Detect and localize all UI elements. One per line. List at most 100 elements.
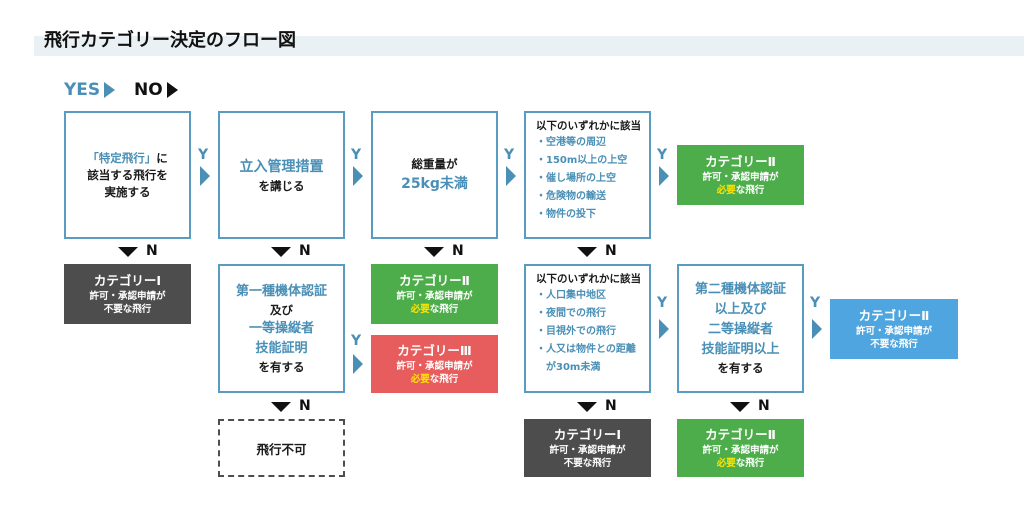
- yes-arrow-icon: [506, 166, 516, 186]
- question-type2-certification: 第二種機体認証 以上及び 二等操縦者 技能証明以上 を有する: [677, 264, 804, 393]
- yes-arrow-icon: [353, 166, 363, 186]
- q7-line3: 二等操縦者: [707, 322, 773, 337]
- no-arrow-icon: [424, 247, 444, 257]
- list-item: ・人又は物件との距離: [536, 344, 636, 355]
- list-item: ・物件の投下: [536, 209, 596, 220]
- question-list-cat2-conditions: 以下のいずれかに該当 ・空港等の周辺 ・150m以上の上空 ・催し場所の上空 ・…: [524, 111, 651, 239]
- q7-line1: 第二種機体認証: [694, 282, 786, 297]
- list-item: ・150m以上の上空: [536, 155, 628, 166]
- q1-line2: 該当する飛行を: [87, 167, 168, 182]
- result-line1: 許可・承認申請が: [702, 172, 779, 183]
- yes-arrow-icon: [353, 354, 363, 374]
- result-line1: 許可・承認申請が: [702, 445, 779, 456]
- yes-label-3: Y: [504, 147, 515, 163]
- list-item: ・目視外での飛行: [536, 326, 616, 337]
- q5-line4: 技能証明: [255, 340, 308, 356]
- result-category: カテゴリーⅡ: [705, 154, 776, 169]
- result-category: カテゴリーⅡ: [858, 308, 930, 323]
- result-highlight: 必要: [410, 304, 430, 315]
- q2-line1: 立入管理措置: [239, 158, 324, 175]
- result-line2-rest: な飛行: [735, 185, 765, 196]
- q5-line1: 第一種機体認証: [235, 283, 327, 299]
- yes-arrow-icon: [659, 166, 669, 186]
- yes-arrow-icon: [200, 166, 210, 186]
- result-line2: 不要な飛行: [870, 339, 918, 350]
- result-line2-rest: な飛行: [429, 374, 459, 385]
- q6-header: 以下のいずれかに該当: [536, 273, 641, 285]
- list-item: ・危険物の輸送: [536, 191, 606, 202]
- result-line1: 許可・承認申請が: [855, 326, 932, 337]
- result-category-2-not-required: カテゴリーⅡ 許可・承認申請が 不要な飛行: [830, 299, 958, 359]
- result-category-2-n7: カテゴリーⅡ 許可・承認申請が 必要な飛行: [677, 419, 804, 477]
- no-arrow-icon: [730, 402, 750, 412]
- no-arrow-icon: [577, 247, 597, 257]
- no-arrow-icon: [577, 402, 597, 412]
- q7-line5: を有する: [717, 361, 764, 375]
- no-label-7: N: [758, 398, 770, 414]
- result-highlight: 必要: [716, 458, 736, 469]
- result-category: カテゴリーⅠ: [93, 273, 162, 288]
- result-category-1-n1: カテゴリーⅠ 許可・承認申請が 不要な飛行: [64, 264, 191, 324]
- question-specified-flight: 「特定飛行」に 該当する飛行を 実施する: [64, 111, 191, 239]
- q1-line1-rest: に: [156, 150, 168, 165]
- q1-line3: 実施する: [104, 184, 151, 199]
- list-item: ・夜間での飛行: [536, 308, 606, 319]
- legend-yes-arrow-icon: [104, 82, 115, 98]
- result-line2-rest: な飛行: [429, 304, 459, 315]
- yes-label-7: Y: [810, 295, 821, 311]
- q2-line2: を講じる: [258, 178, 305, 193]
- yes-label-2: Y: [351, 147, 362, 163]
- question-type1-certification: 第一種機体認証 及び 一等操縦者 技能証明 を有する: [218, 264, 345, 393]
- result-line2: 不要な飛行: [103, 304, 152, 315]
- legend-yes-label: YES: [64, 80, 101, 100]
- list-item: が30m未満: [536, 362, 601, 373]
- no-flight-box: 飛行不可: [218, 419, 345, 477]
- question-total-weight: 総重量が 25kg未満: [371, 111, 498, 239]
- title-band: [34, 36, 1024, 56]
- result-line2-rest: な飛行: [735, 458, 765, 469]
- q4-header: 以下のいずれかに該当: [536, 120, 641, 132]
- q5-line5: を有する: [258, 359, 305, 374]
- no-label-6: N: [605, 398, 617, 414]
- list-item: ・空港等の周辺: [536, 137, 606, 148]
- result-category-2-n3: カテゴリーⅡ 許可・承認申請が 必要な飛行: [371, 264, 498, 324]
- result-category: カテゴリーⅡ: [399, 273, 470, 288]
- result-line1: 許可・承認申請が: [396, 361, 473, 372]
- result-line1: 許可・承認申請が: [396, 291, 473, 302]
- result-category: カテゴリーⅡ: [705, 427, 776, 442]
- result-category: カテゴリーⅠ: [553, 427, 622, 442]
- q5-line2: 及び: [270, 302, 293, 317]
- no-label-4: N: [605, 243, 617, 259]
- no-label-1: N: [146, 243, 158, 259]
- no-arrow-icon: [271, 247, 291, 257]
- no-label-3: N: [452, 243, 464, 259]
- legend-no-label: NO: [134, 80, 163, 100]
- yes-label-4: Y: [657, 147, 668, 163]
- yes-arrow-icon: [659, 319, 669, 339]
- list-item: ・人口集中地区: [536, 290, 606, 301]
- no-arrow-icon: [271, 402, 291, 412]
- q5-line3: 一等操縦者: [248, 320, 314, 336]
- result-highlight: 必要: [716, 185, 736, 196]
- result-line1: 許可・承認申請が: [89, 291, 166, 302]
- q7-line2: 以上及び: [714, 302, 767, 317]
- page-title: 飛行カテゴリー決定のフロー図: [44, 30, 296, 51]
- no-label-2: N: [299, 243, 311, 259]
- list-item: ・催し場所の上空: [536, 173, 616, 184]
- yes-label-5: Y: [351, 333, 362, 349]
- result-line1: 許可・承認申請が: [549, 445, 626, 456]
- q1-line1-highlight: 「特定飛行」: [87, 150, 157, 165]
- question-access-control: 立入管理措置 を講じる: [218, 111, 345, 239]
- legend-no-arrow-icon: [167, 82, 178, 98]
- q3-line2: 25kg未満: [401, 175, 468, 192]
- question-list-cat2-conditions-second: 以下のいずれかに該当 ・人口集中地区 ・夜間での飛行 ・目視外での飛行 ・人又は…: [524, 264, 651, 393]
- yes-arrow-icon: [812, 319, 822, 339]
- no-arrow-icon: [118, 247, 138, 257]
- q7-line4: 技能証明以上: [701, 342, 780, 357]
- yes-label-6: Y: [657, 295, 668, 311]
- result-highlight: 必要: [410, 374, 430, 385]
- q3-line1: 総重量が: [411, 156, 458, 171]
- no-label-5: N: [299, 398, 311, 414]
- result-category-3: カテゴリーⅢ 許可・承認申請が 必要な飛行: [371, 335, 498, 393]
- result-category: カテゴリーⅢ: [397, 343, 472, 358]
